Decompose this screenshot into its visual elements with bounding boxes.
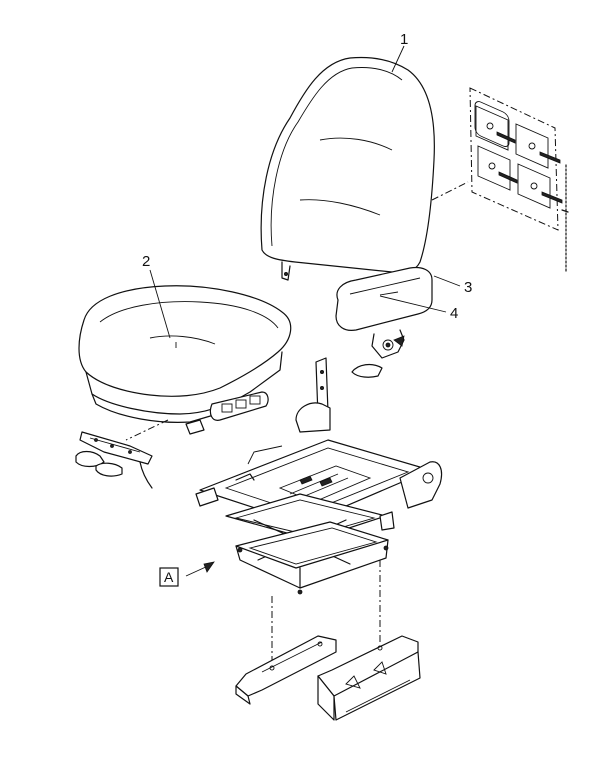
callout-1: 1 (391, 31, 408, 73)
side-bracket (75, 431, 153, 489)
floor-brackets (235, 635, 421, 721)
seat-back (260, 56, 435, 281)
callout-4: 4 (379, 295, 458, 322)
view-a-box (159, 567, 179, 587)
callout-3: 3 (433, 275, 472, 296)
view-a-label: A (164, 569, 174, 585)
back-panel (469, 87, 569, 273)
callout-3-label: 3 (464, 279, 472, 296)
seat-cushion (78, 285, 292, 435)
callout-1-label: 1 (400, 31, 408, 48)
callout-2: 2 (142, 253, 171, 339)
suspension-base (195, 357, 443, 595)
arrow-icon (203, 561, 215, 573)
armrest (335, 266, 433, 378)
callout-4-label: 4 (450, 305, 458, 322)
callout-2-label: 2 (142, 253, 150, 270)
view-a-indicator: A (159, 561, 215, 587)
